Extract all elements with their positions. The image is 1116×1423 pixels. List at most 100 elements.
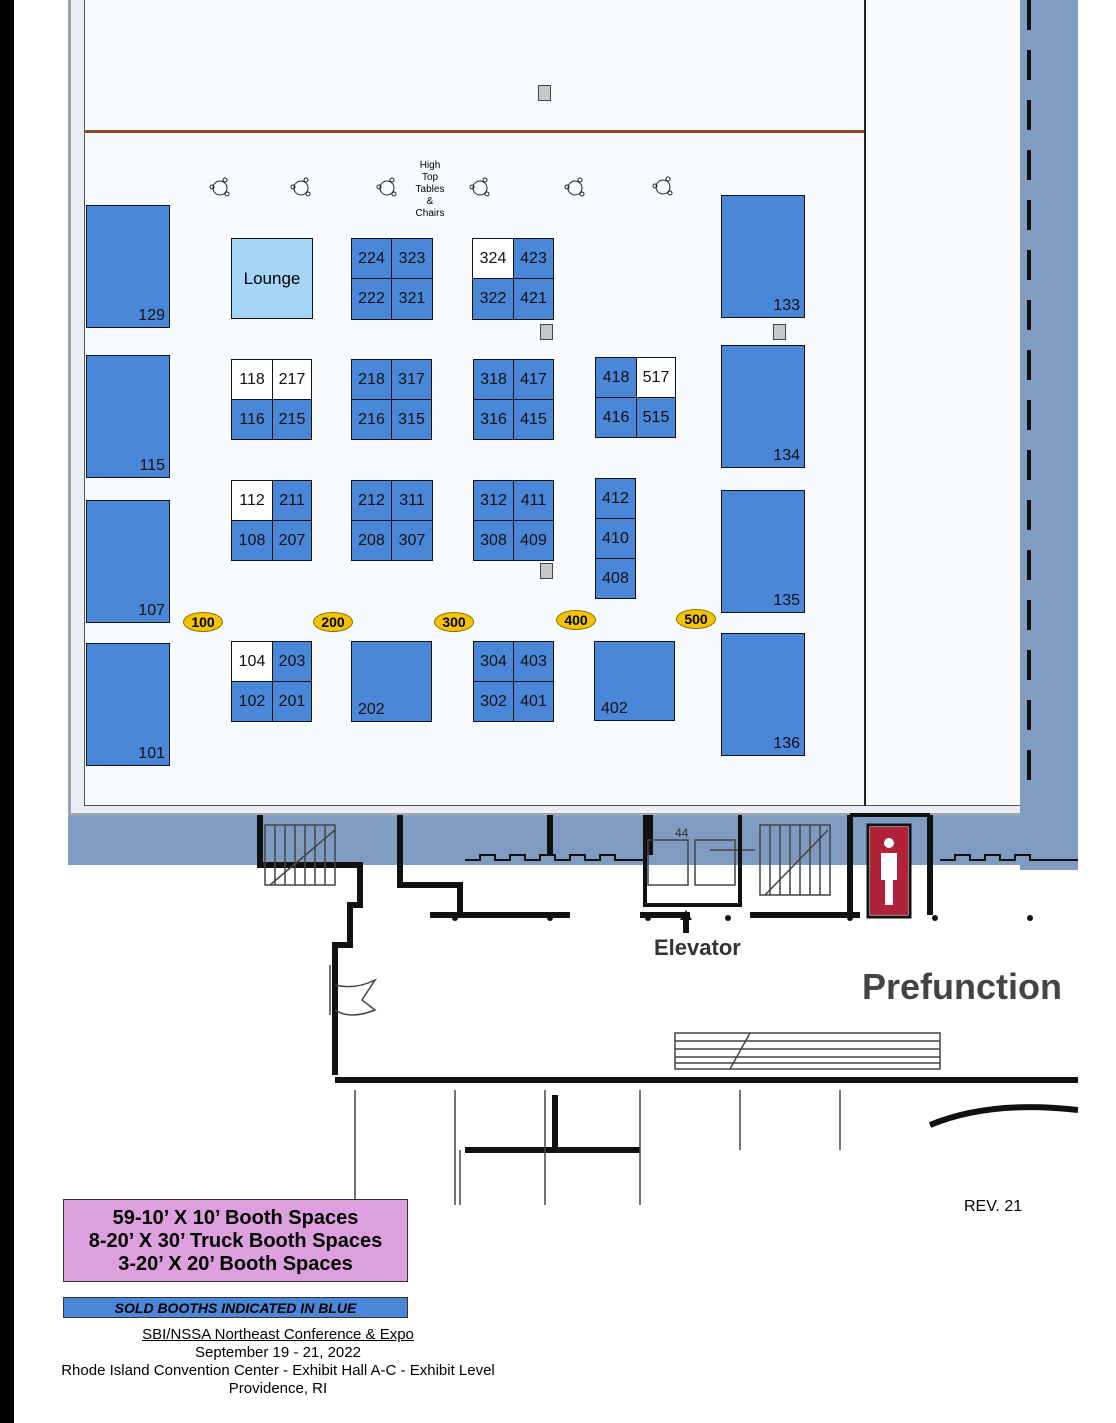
booth-207[interactable]: 207 [272,520,312,561]
floorplan-room-label: 44 [675,826,689,840]
wall-dash [1027,150,1031,180]
booth-323[interactable]: 323 [391,238,433,279]
booth-112[interactable]: 112 [231,480,273,521]
booth-224[interactable]: 224 [351,238,392,279]
wall-dash [1027,250,1031,280]
hall-divider-horizontal [84,130,864,133]
booth-107[interactable]: 107 [86,500,170,623]
lounge-area: Lounge [231,238,313,319]
exterior-wall-right [1020,0,1078,870]
wall-dash [1027,650,1031,680]
wall-dash [1027,500,1031,530]
summary-line-1: 59-10’ X 10’ Booth Spaces [112,1207,359,1229]
booth-203[interactable]: 203 [272,641,312,682]
pillar-icon [540,563,553,579]
left-edge-bar [0,0,14,1423]
booth-417[interactable]: 417 [513,359,554,400]
aisle-marker-300: 300 [434,612,474,632]
wall-dash [1027,700,1031,730]
high-top-table-icon [290,177,311,197]
booth-218[interactable]: 218 [351,359,392,400]
booth-136[interactable]: 136 [721,633,805,756]
booth-307[interactable]: 307 [391,520,433,561]
booth-302[interactable]: 302 [473,681,514,722]
booth-summary-box: 59-10’ X 10’ Booth Spaces 8-20’ X 30’ Tr… [63,1199,408,1282]
booth-116[interactable]: 116 [231,399,273,440]
hall-divider-vertical [864,0,866,806]
building-floor-plan: 44 [257,813,1078,1205]
wall-dash [1027,0,1031,30]
high-top-table-icon [652,176,673,196]
wall-dash [1027,100,1031,130]
booth-412[interactable]: 412 [595,478,636,519]
booth-401[interactable]: 401 [513,681,554,722]
booth-211[interactable]: 211 [272,480,312,521]
booth-318[interactable]: 318 [473,359,514,400]
booth-115[interactable]: 115 [86,355,170,478]
booth-423[interactable]: 423 [513,238,554,279]
booth-515[interactable]: 515 [636,397,676,438]
wall-dash [1027,450,1031,480]
booth-411[interactable]: 411 [513,480,554,521]
wall-dash [1027,400,1031,430]
high-top-table-icon [209,177,230,197]
booth-403[interactable]: 403 [513,641,554,682]
wall-dash [1027,600,1031,630]
aisle-marker-100: 100 [183,612,223,632]
booth-201[interactable]: 201 [272,681,312,722]
wall-dash [1027,200,1031,230]
booth-402[interactable]: 402 [594,641,675,721]
booth-101[interactable]: 101 [86,643,170,766]
booth-102[interactable]: 102 [231,681,273,722]
sold-booths-legend: SOLD BOOTHS INDICATED IN BLUE [63,1297,408,1318]
revision-label: REV. 21 [964,1198,1023,1215]
booth-304[interactable]: 304 [473,641,514,682]
booth-322[interactable]: 322 [472,278,514,320]
booth-408[interactable]: 408 [595,558,636,599]
booth-133[interactable]: 133 [721,195,805,318]
high-top-table-icon [469,177,490,197]
booth-418[interactable]: 418 [595,357,637,398]
booth-311[interactable]: 311 [391,480,433,521]
high-top-table-icon [564,177,585,197]
elevator-label: Elevator [654,935,741,960]
booth-108[interactable]: 108 [231,520,273,561]
booth-316[interactable]: 316 [473,399,514,440]
booth-317[interactable]: 317 [391,359,432,400]
booth-421[interactable]: 421 [513,278,554,320]
booth-216[interactable]: 216 [351,399,392,440]
booth-308[interactable]: 308 [473,520,514,561]
booth-222[interactable]: 222 [351,278,392,320]
booth-215[interactable]: 215 [272,399,312,440]
booth-409[interactable]: 409 [513,520,554,561]
booth-312[interactable]: 312 [473,480,514,521]
booth-208[interactable]: 208 [351,520,392,561]
wall-dash [1027,50,1031,80]
booth-212[interactable]: 212 [351,480,392,521]
booth-321[interactable]: 321 [391,278,433,320]
wall-dash [1027,350,1031,380]
pillar-icon [540,324,553,340]
booth-129[interactable]: 129 [86,205,170,328]
wall-dash [1027,750,1031,780]
booth-324[interactable]: 324 [472,238,514,279]
booth-410[interactable]: 410 [595,518,636,559]
booth-415[interactable]: 415 [513,399,554,440]
booth-202[interactable]: 202 [351,641,432,722]
aisle-marker-200: 200 [313,612,353,632]
booth-104[interactable]: 104 [231,641,273,682]
wall-dash [1027,550,1031,580]
pillar-icon [773,324,786,340]
pillar-icon [538,85,551,101]
booth-217[interactable]: 217 [272,359,312,400]
booth-134[interactable]: 134 [721,345,805,468]
event-caption: SBI/NSSA Northeast Conference & Expo Sep… [40,1326,516,1398]
booth-416[interactable]: 416 [595,397,637,438]
booth-315[interactable]: 315 [391,399,432,440]
booth-135[interactable]: 135 [721,490,805,613]
event-city: Providence, RI [228,1380,328,1397]
booth-517[interactable]: 517 [636,357,676,398]
booth-118[interactable]: 118 [231,359,273,400]
summary-line-2: 8-20’ X 30’ Truck Booth Spaces [88,1230,383,1252]
